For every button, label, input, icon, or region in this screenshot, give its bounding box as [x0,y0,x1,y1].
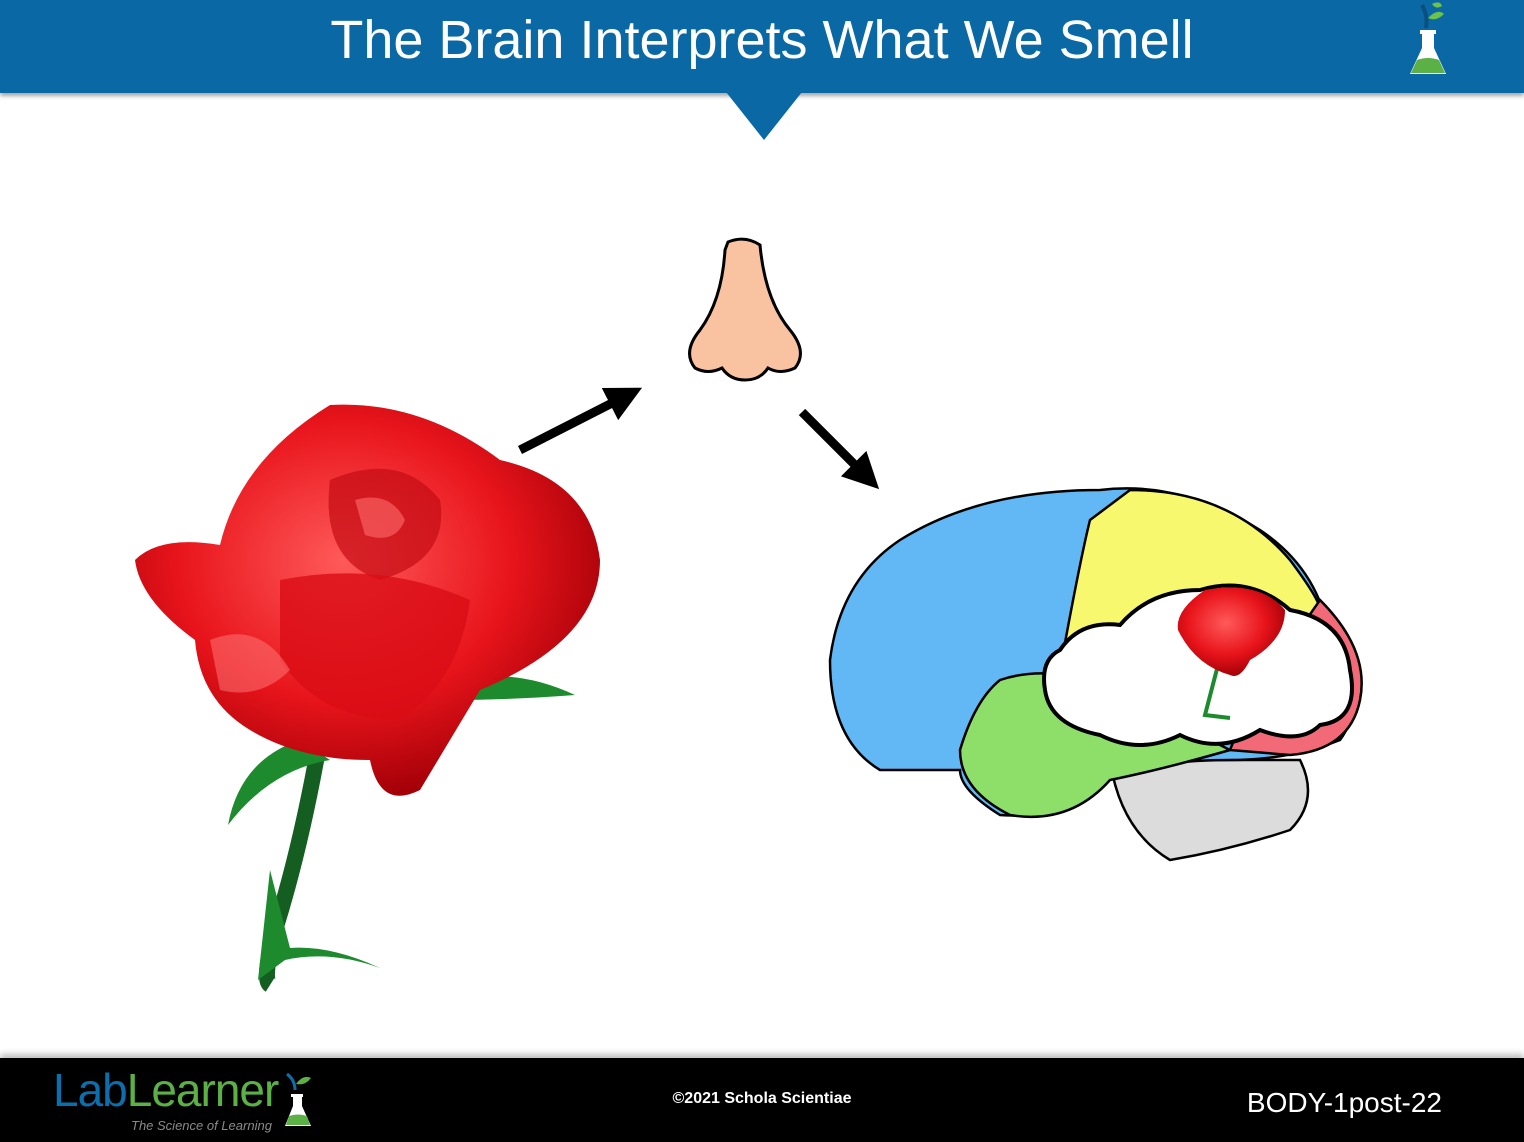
logo-learner-text: Learner [126,1064,280,1116]
footer-bar: LabLearner The Science of Learning ©2021… [0,1058,1524,1142]
flask-icon [1410,2,1446,74]
slide-code: BODY-1post-22 [1246,1087,1442,1118]
logo-lab-text: Lab [53,1064,128,1116]
lablearner-logo[interactable]: LabLearner The Science of Learning [53,1067,323,1140]
logo-tagline: The Science of Learning [131,1118,272,1133]
arrow-rose-to-nose [517,387,643,455]
copyright-text: ©2021 Schola Scientiae [672,1090,852,1107]
nose-illustration [688,237,802,382]
arrow-nose-to-brain [798,408,880,490]
title-bar: The Brain Interprets What We Smell [0,0,1524,93]
title-pointer [726,92,802,140]
brain-illustration [828,487,1363,862]
flask-icon [285,1072,311,1126]
slide-title: The Brain Interprets What We Smell [330,10,1194,70]
rose-illustration [135,404,600,992]
small-rose-icon [1177,587,1285,720]
